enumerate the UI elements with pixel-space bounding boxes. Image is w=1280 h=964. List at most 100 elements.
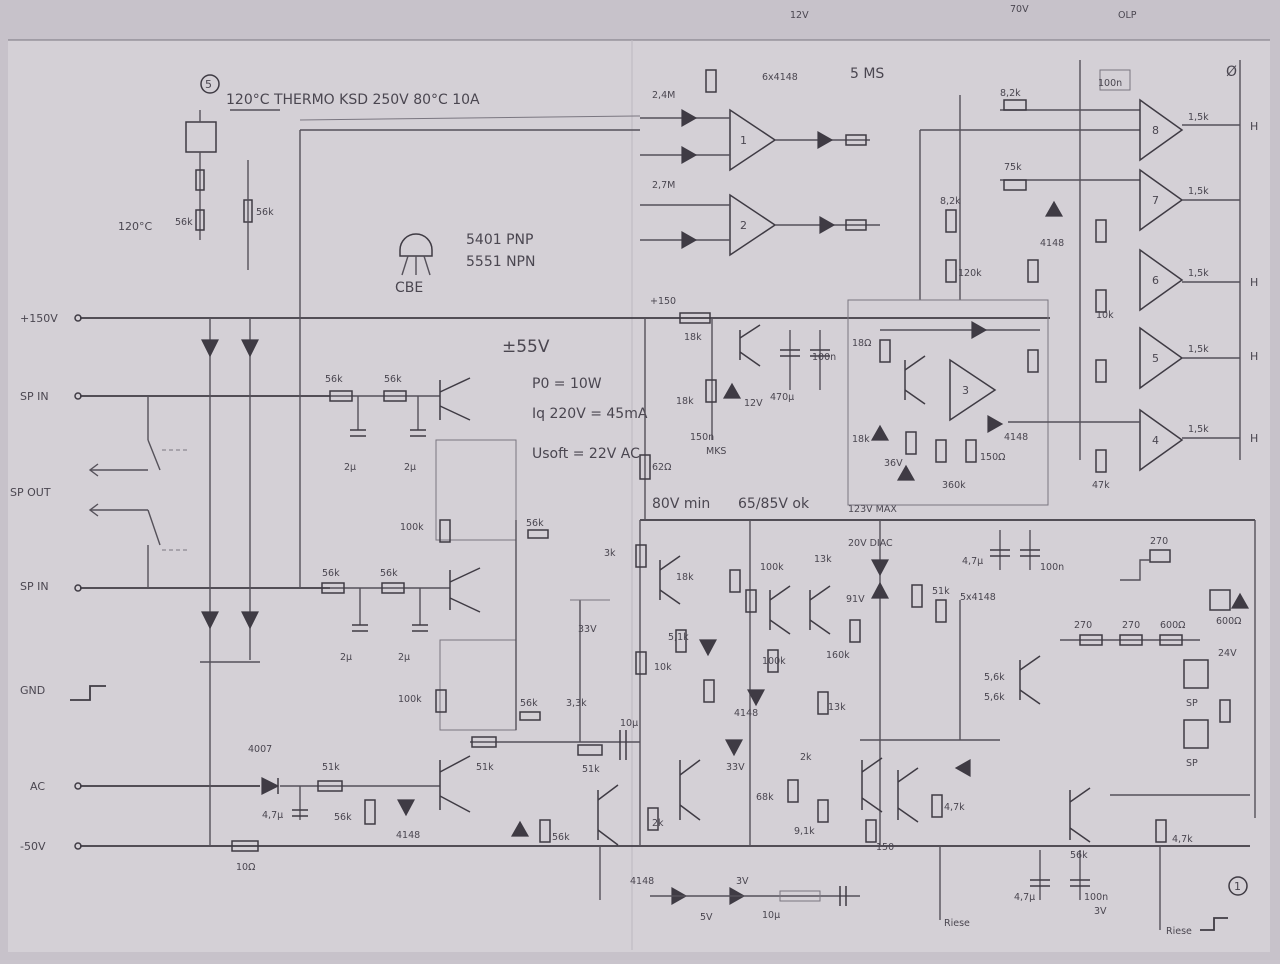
terminal-minus50v: -50V [20,840,46,853]
ladder-r-4: 120k [958,268,982,279]
note-55v: ±55V [502,337,550,357]
ac-r5: 51k [582,764,600,775]
top-r-27m: 2,7M [652,180,675,191]
bot-riese-b: Riese [1166,926,1192,937]
terminal-gnd: GND [20,684,45,697]
note-usoft: Usoft = 22V AC [532,446,640,462]
ladder-c: 100n [1098,78,1122,89]
r-62ohm: 62Ω [652,462,671,473]
ac-r3: 51k [476,762,494,773]
ladder-r-2: 75k [1004,162,1022,173]
note-5ms: 5 MS [850,66,884,82]
relay-sp-2: SP [1186,758,1198,769]
thermo-56k: 56k [175,217,193,228]
sp2-c2: 2µ [398,652,410,663]
reg-c2: 470µ [770,392,794,403]
ladder-r-5: 10k [1096,310,1114,321]
side-note: 120°C [118,220,152,233]
drv-r-10k: 10k [654,662,672,673]
paper-sheet [8,40,1270,952]
out-r-3: 1,5k [1188,268,1209,279]
drv-r-2k: 2k [800,752,812,763]
note-vmin: 80V min [652,496,710,512]
relay-r-56k-b: 56k [1070,850,1088,861]
drv-r-100k: 100k [762,656,786,667]
driver-section [510,520,1000,846]
drv-z56: 33V [726,762,745,773]
ac-r-10ohm: 10Ω [236,862,255,873]
drv-r-51k: 5,1k [668,632,689,643]
npn-label: 5551 NPN [466,254,535,270]
ac-c-10u: 10µ [620,718,638,729]
opamp-6-label: 6 [1152,274,1159,287]
drv-r-3k: 3k [604,548,616,559]
feed-62ohm [639,318,651,520]
relay-r-270-b: 270 [1074,620,1092,631]
opamp-7 [1139,168,1240,232]
drv-r-18k: 18k [676,572,694,583]
opamp-3-label: 3 [962,384,969,397]
sp1-c2: 2µ [404,462,416,473]
sp2-r4: 56k [520,698,538,709]
relay-r-270-c: 270 [1122,620,1140,631]
reg-mks: MKS [706,446,726,457]
vmax-c2: 100n [1040,562,1064,573]
relay-r-600: 600Ω [1160,620,1185,631]
reg-c3: 100n [812,352,836,363]
drv-r-91k: 9,1k [794,826,815,837]
sp2-r3: 100k [398,694,422,705]
opamp-1 [640,69,870,172]
opamp-5 [1139,326,1240,390]
opamp-4-label: 4 [1152,434,1159,447]
pinout-label: CBE [395,280,423,296]
relay-r-56k: 5,6k [984,672,1005,683]
reg-plus150: +150 [650,296,676,307]
corner-number-top: 5 [205,78,212,91]
sp1-r4: 56k [526,518,544,529]
diac-label: 20V DIAC [848,538,893,549]
ladder-r-1: 8,2k [1000,88,1021,99]
ac-c1: 4,7µ [262,810,283,821]
opamp-8-label: 8 [1152,124,1159,137]
relay-r-270: 270 [1150,536,1168,547]
reg-zener: 12V [744,398,763,409]
sp-out-contacts [88,396,190,588]
note-5x4148: 5x4148 [960,592,996,603]
sp1-r2: 56k [384,374,402,385]
bot-5v: 5V [700,912,713,923]
reg-r2: 18k [676,396,694,407]
drv-r-68k: 68k [756,792,774,803]
out-r-1: 1,5k [1188,112,1209,123]
relay-24v: 24V [1218,648,1237,659]
sp-in-2-channel [321,520,541,731]
blk-r4: 360k [942,480,966,491]
bot-d4148: 4148 [630,876,654,887]
opamp-6 [1139,248,1240,312]
top-note-2: 70V [1010,4,1029,15]
note-iq: Iq 220V = 45mA [532,406,648,422]
opamp-ladder [919,60,1241,460]
blk-r1: 18Ω [852,338,871,349]
bot-c10u: 10µ [762,910,780,921]
opamp-2-label: 2 [740,219,747,232]
thermo-network: 56k 56k [175,109,280,270]
drv-r-13k: 13k [828,702,846,713]
terminal-150v: +150V [20,312,58,325]
blk-z36: 36V [884,458,903,469]
pnp-label: 5401 PNP [466,232,533,248]
opamp-5-label: 5 [1152,352,1159,365]
terminal-ac: AC [30,780,45,793]
drv-r-150: 150 [876,842,894,853]
blk-d: 4148 [1004,432,1028,443]
blk-r2: 18k [852,434,870,445]
opamp-2 [640,193,880,257]
vmax-c1: 4,7µ [962,556,983,567]
ac-d2: 4148 [396,830,420,841]
drv-r-11k: 13k [814,554,832,565]
relay-r-47k: 4,7k [1172,834,1193,845]
drv-d4148: 4148 [734,708,758,719]
ac-zener: 33V [578,624,597,635]
drv-z91: 91V [846,594,865,605]
